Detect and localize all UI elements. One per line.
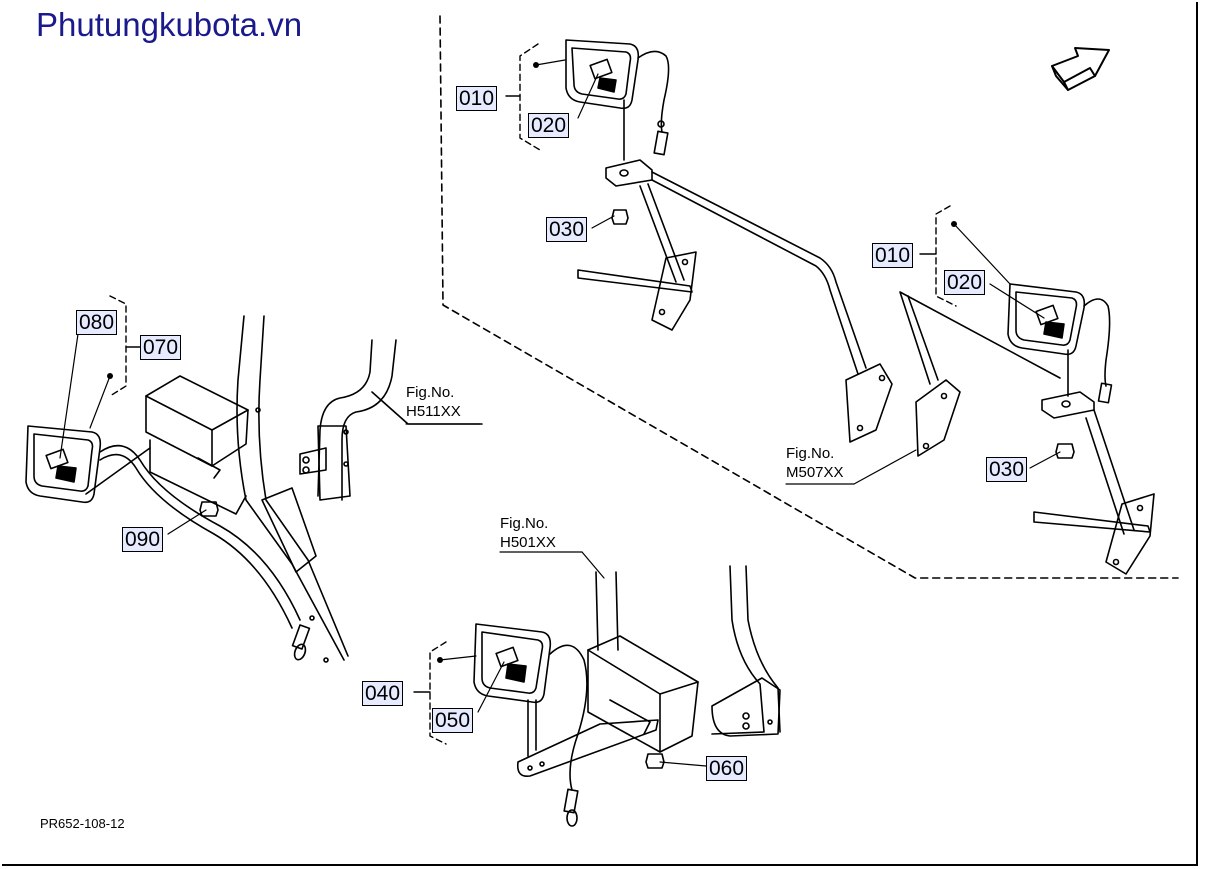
fig-ref-m507[interactable]: Fig.No. M507XX [786,444,844,482]
arrow-icon [1052,48,1109,90]
part-label-020-top[interactable]: 020 [528,113,570,138]
part-label-070[interactable]: 070 [140,335,182,360]
part-label-080[interactable]: 080 [76,310,118,335]
leader-lines [60,60,1060,766]
part-label-060[interactable]: 060 [706,756,748,781]
work-lamp-top [566,40,866,374]
part-label-020-right[interactable]: 020 [944,270,986,295]
drawing-code: PR652-108-12 [40,816,125,831]
part-label-010-top[interactable]: 010 [456,86,498,111]
fig-ref-m507-line1: Fig.No. [786,445,835,462]
part-label-090[interactable]: 090 [122,527,164,552]
part-label-030-right[interactable]: 030 [986,457,1028,482]
part-label-040[interactable]: 040 [362,681,404,706]
part-label-010-right[interactable]: 010 [872,243,914,268]
part-label-050[interactable]: 050 [432,708,474,733]
work-lamp-left [26,316,348,662]
work-lamp-bottom [474,572,698,826]
region-boundary [440,16,1178,578]
fig-ref-h511-line1: Fig.No. [406,384,455,401]
watermark: Phutungkubota.vn [36,6,303,43]
braces [110,44,956,744]
work-lamp-right [1008,284,1154,574]
bracket-m507 [846,292,1060,456]
fig-ref-h501[interactable]: Fig.No. H501XX [500,514,556,552]
fig-ref-h511-line2: H511XX [406,403,461,420]
bracket-h501 [712,566,780,736]
fig-ref-m507-line2: M507XX [786,464,844,481]
fig-ref-h501-line2: H501XX [500,534,556,551]
part-label-030-top[interactable]: 030 [546,217,588,242]
fig-ref-h501-line1: Fig.No. [500,515,549,532]
fig-ref-h511[interactable]: Fig.No. H511XX [406,383,461,421]
